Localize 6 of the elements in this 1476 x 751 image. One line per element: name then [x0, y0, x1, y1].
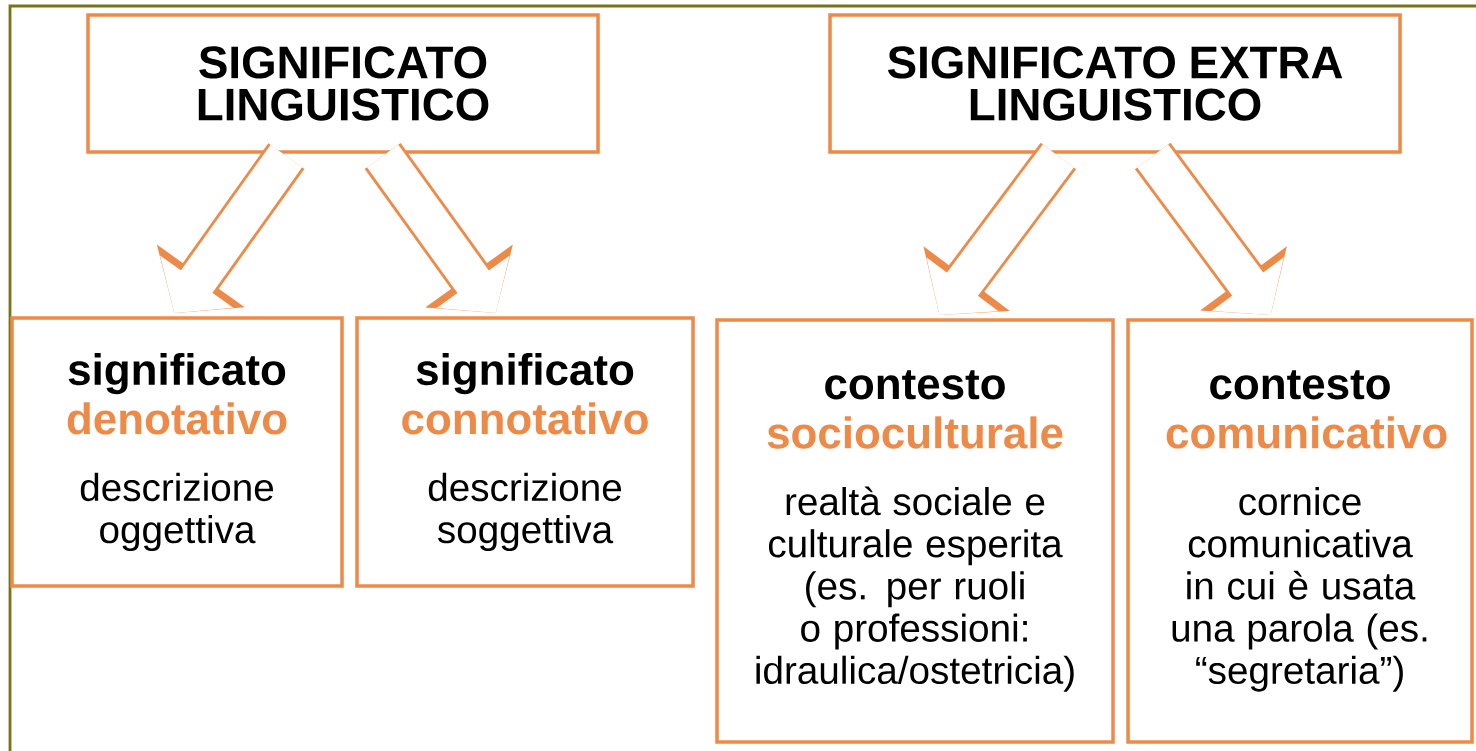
concept-box: significato connotativo descrizione soggettiva	[355, 316, 695, 588]
concept-box: contesto socioculturale realtà sociale e culturale esperita (es. per ruoli o professioni: idraulica/ostetricia)	[715, 318, 1115, 744]
concept-box: significato denotativo descrizione oggettiva	[10, 316, 344, 588]
concept-box: contesto comunicativo cornice comunicativa in cui è usata una parola (es. “segretaria”)	[1126, 318, 1474, 744]
heading-box: SIGNIFICATO EXTRA LINGUISTICO	[828, 13, 1402, 154]
heading-box: SIGNIFICATO LINGUISTICO	[86, 13, 600, 154]
